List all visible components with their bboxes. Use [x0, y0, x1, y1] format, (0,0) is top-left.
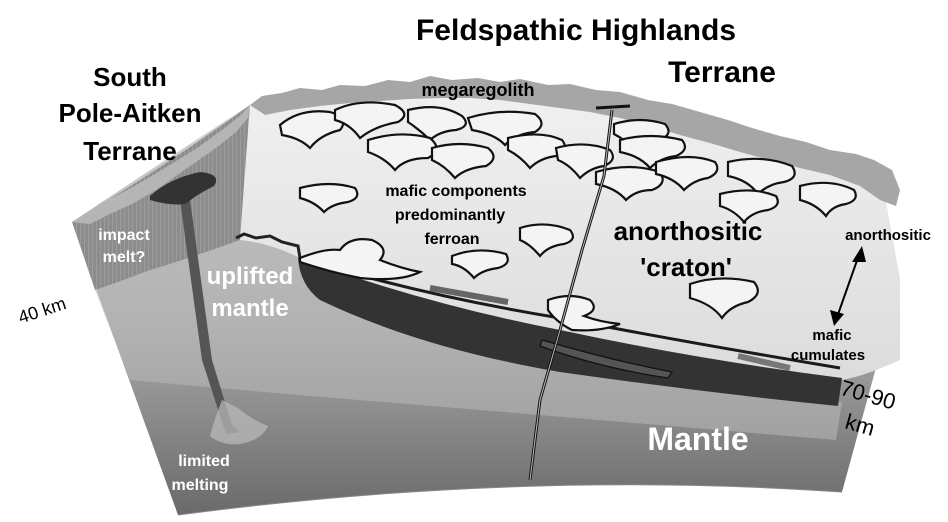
- mantle-label: Mantle: [647, 421, 748, 457]
- surface-tick: [596, 106, 630, 108]
- anorthositic-side-label: anorthositic: [845, 227, 931, 244]
- craton-label-2: 'craton': [640, 252, 732, 282]
- mafic-components-2: predominantly: [395, 207, 505, 224]
- craton-label-1: anorthositic: [614, 216, 763, 246]
- uplifted-mantle-label-1: uplifted: [207, 263, 294, 290]
- spa-label-3: Terrane: [83, 136, 176, 166]
- fht-title: Feldspathic Highlands: [416, 14, 736, 47]
- impact-melt-label-1: impact: [98, 227, 150, 244]
- depth-40km-label: 40 km: [16, 293, 69, 327]
- cumulates-label-1: mafic: [812, 327, 851, 344]
- impact-melt-label-2: melt?: [103, 249, 146, 266]
- limited-melting-label-2: melting: [172, 477, 229, 494]
- mafic-components-3: ferroan: [424, 231, 479, 248]
- spa-label-1: South: [93, 62, 167, 92]
- uplifted-mantle-label-2: mantle: [211, 295, 288, 322]
- spa-label-2: Pole-Aitken: [58, 98, 201, 128]
- limited-melting-label-1: limited: [178, 453, 230, 470]
- cumulates-label-2: cumulates: [791, 347, 865, 364]
- megaregolith-label: megaregolith: [421, 80, 534, 100]
- fht-terrane: Terrane: [668, 56, 776, 89]
- mafic-components-1: mafic components: [385, 183, 526, 200]
